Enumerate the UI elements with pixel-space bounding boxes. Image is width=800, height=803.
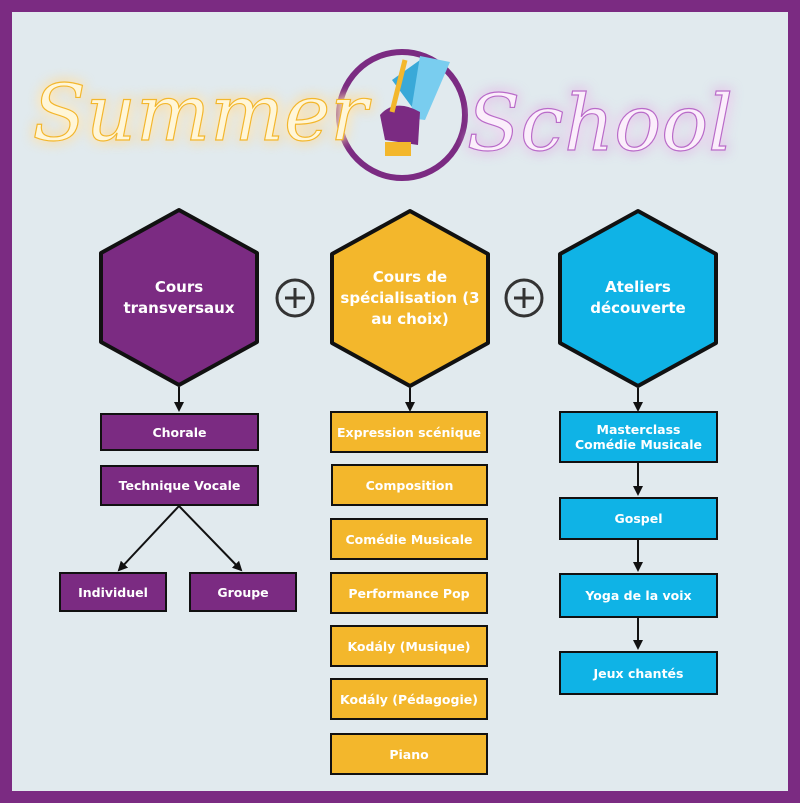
course-box-kodaly-pedagogie: Kodály (Pédagogie) <box>330 678 488 720</box>
course-box-jeux-chantes: Jeux chantés <box>559 651 718 695</box>
course-box-technique-vocale: Technique Vocale <box>100 465 259 506</box>
plus-icon <box>504 278 544 318</box>
course-box-groupe: Groupe <box>189 572 297 612</box>
hexagon-label-transversaux: Cours transversaux <box>123 278 235 317</box>
hexagon-arrows <box>174 387 643 412</box>
hexagon-specialisation <box>330 209 490 388</box>
course-box-composition: Composition <box>331 464 488 506</box>
title-summer: Summer <box>32 69 372 159</box>
branch-arrows <box>117 505 243 572</box>
hexagon-transversaux <box>99 208 259 387</box>
course-box-gospel: Gospel <box>559 497 718 540</box>
title-school: School <box>467 79 733 169</box>
plus-icon <box>275 278 315 318</box>
course-box-kodaly-musique: Kodály (Musique) <box>330 625 488 667</box>
course-box-masterclass: Masterclass Comédie Musicale <box>559 411 718 463</box>
hexagon-ateliers <box>558 209 718 388</box>
hexagon-label-ateliers: Ateliers découverte <box>590 278 686 317</box>
course-box-expression-scenique: Expression scénique <box>330 411 488 453</box>
logo-icon <box>336 49 468 181</box>
hexagon-label-specialisation: Cours de spécialisation (3 au choix) <box>340 267 480 328</box>
course-box-yoga: Yoga de la voix <box>559 573 718 618</box>
course-box-chorale: Chorale <box>100 413 259 451</box>
course-box-piano: Piano <box>330 733 488 775</box>
course-box-comedie-musicale: Comédie Musicale <box>330 518 488 560</box>
course-box-individuel: Individuel <box>59 572 167 612</box>
course-box-performance-pop: Performance Pop <box>330 572 488 614</box>
